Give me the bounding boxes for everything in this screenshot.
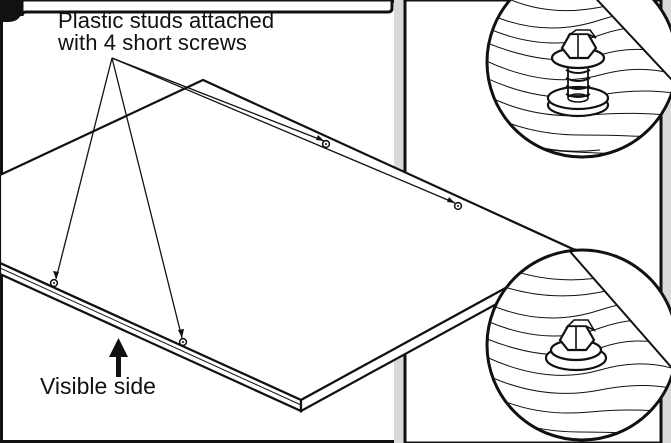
- arrowheads: [53, 135, 455, 338]
- visible-side-label: Visible side: [40, 373, 156, 399]
- hex-screw-icon: [544, 319, 608, 372]
- studs-callout-line2: with 4 short screws: [58, 30, 247, 55]
- stud-hole-icon: [453, 201, 463, 211]
- callout-leader-lines: [55, 57, 456, 339]
- studs-callout: Plastic studs attached with 4 short scre…: [58, 10, 274, 54]
- detail-circle-top: [485, 0, 671, 159]
- stud-hole-icon: [178, 337, 188, 347]
- up-arrow-icon: [109, 338, 128, 377]
- hex-screw-icon: [560, 29, 598, 60]
- detail-circle-bottom: [485, 248, 671, 442]
- stud-hole-icon: [321, 139, 331, 149]
- header-bar: [20, 0, 394, 17]
- step-badge: [0, 0, 22, 22]
- stud-hole-icon: [49, 278, 59, 288]
- studs-callout-line1: Plastic studs attached: [58, 8, 275, 33]
